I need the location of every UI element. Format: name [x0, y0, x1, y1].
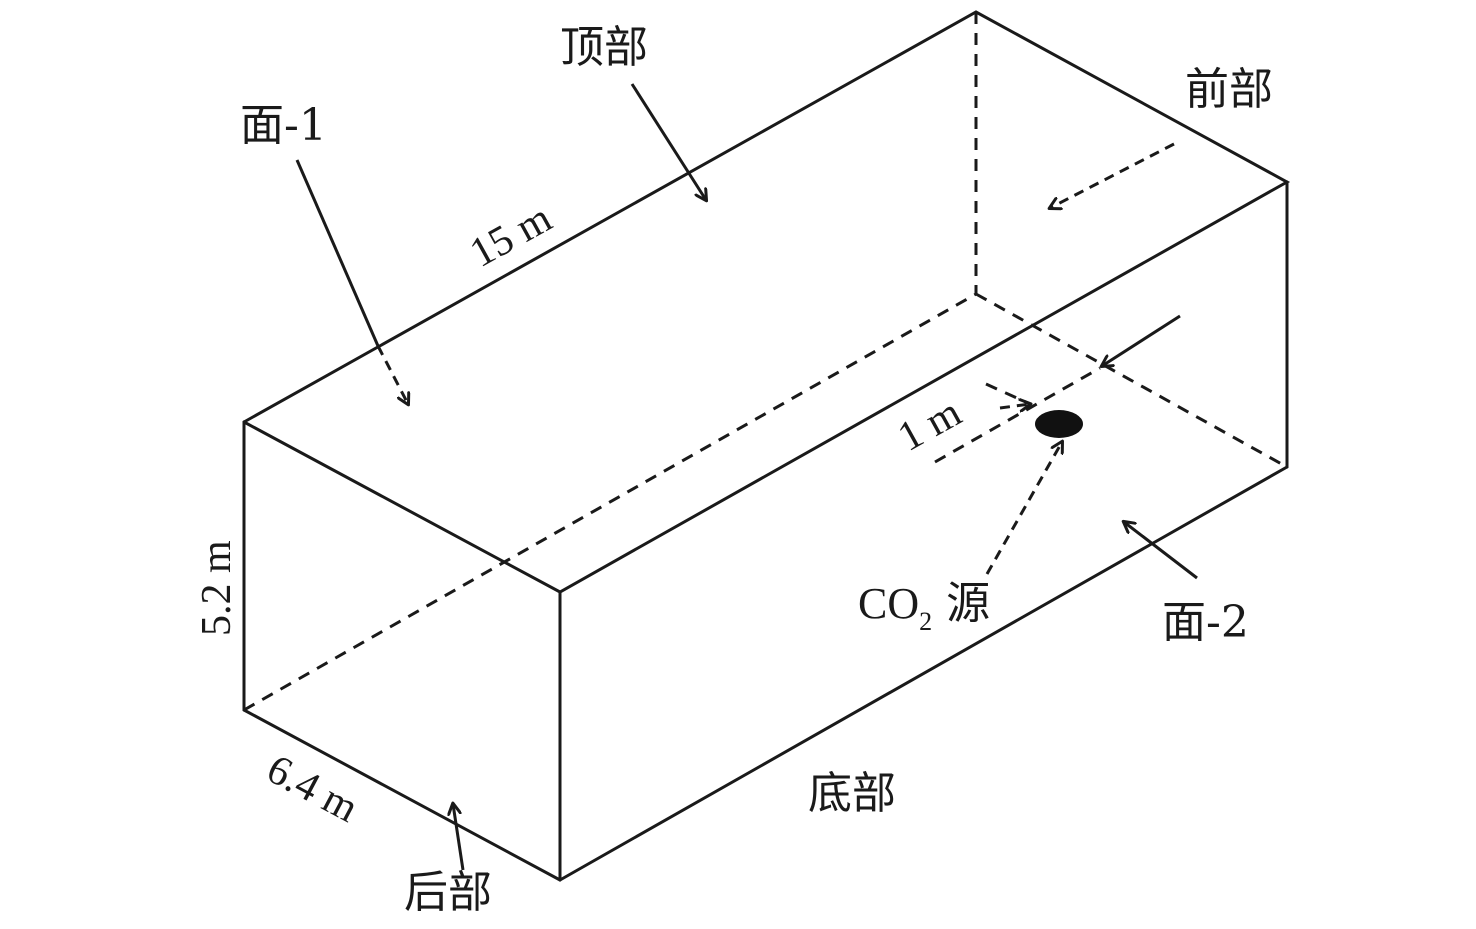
source-offset-line	[934, 366, 1101, 464]
source-guides	[934, 366, 1101, 464]
dim-width: 6.4 m	[259, 746, 365, 832]
label-front: 前部	[1185, 64, 1273, 115]
co2-subscript: 2	[919, 607, 932, 636]
co2-prefix: CO	[858, 579, 919, 628]
label-face2: 面-2	[1162, 597, 1249, 648]
hidden-edge-back-bottom-short	[975, 292, 1288, 469]
arrow-face1	[295, 159, 380, 347]
hidden-edge-back-bottom-long	[243, 292, 977, 712]
label-bottom: 底部	[808, 768, 896, 819]
label-top: 顶部	[560, 22, 648, 73]
co2-source-dot	[1035, 410, 1083, 438]
arrow-top	[630, 83, 706, 200]
arrow-co2-source	[985, 442, 1062, 575]
visible-edges	[242, 10, 1291, 882]
label-back: 后部	[404, 867, 492, 918]
arrow-back	[453, 804, 465, 871]
top-face-outline	[242, 10, 1291, 594]
hidden-edges	[243, 12, 1288, 712]
co2-suffix: 源	[946, 578, 990, 629]
edge-bottom-short	[242, 708, 562, 882]
label-face1: 面-1	[240, 100, 327, 151]
arrow-source-marker	[999, 404, 1030, 408]
arrows	[295, 83, 1198, 871]
edge-bottom-long	[558, 465, 1289, 882]
dim-length: 15 m	[463, 195, 560, 277]
arrow-face1-dashed	[376, 345, 408, 404]
arrow-source-offset	[1102, 314, 1181, 366]
arrow-front	[1050, 142, 1175, 208]
arrow-face2	[1124, 522, 1198, 580]
dim-height: 5.2 m	[194, 540, 240, 636]
source-marker-line	[985, 382, 1031, 406]
dimension-labels: 15 m 5.2 m 6.4 m 1 m	[194, 195, 969, 832]
